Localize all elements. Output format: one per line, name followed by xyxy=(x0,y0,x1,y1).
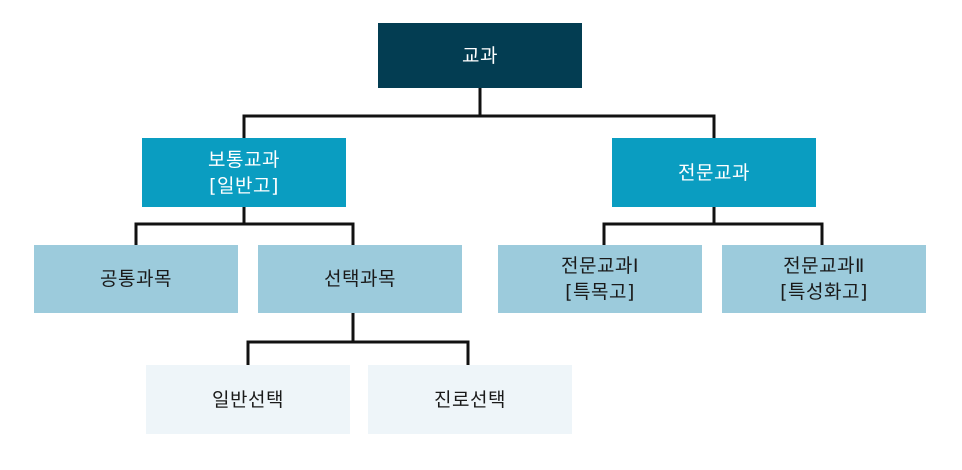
node-general-line2: [일반고] xyxy=(209,174,279,197)
node-specialized-label: 전문교과 xyxy=(678,161,750,184)
node-specialized-subject: 전문교과 xyxy=(612,138,816,207)
connector-specialized xyxy=(602,205,824,247)
node-elective-courses: 선택과목 xyxy=(258,245,462,313)
node-general-elective: 일반선택 xyxy=(146,365,350,434)
node-specialized-1: 전문교과Ⅰ [특목고] xyxy=(498,245,702,313)
node-spec1-line1: 전문교과Ⅰ xyxy=(560,255,640,277)
node-spec1-line2: [특목고] xyxy=(565,281,635,303)
node-general-line1: 보통교과 xyxy=(208,148,280,171)
connector-root xyxy=(242,86,716,140)
node-spec2-line1: 전문교과Ⅱ xyxy=(783,255,865,277)
node-common-courses: 공통과목 xyxy=(34,245,238,313)
node-spec2-line2: [특성화고] xyxy=(780,281,868,303)
node-elective-label: 선택과목 xyxy=(324,268,396,290)
connector-general xyxy=(134,205,355,247)
connector-elective xyxy=(246,311,470,367)
root-node-label: 교과 xyxy=(462,44,498,67)
node-career-elective-label: 진로선택 xyxy=(434,388,506,411)
node-common-label: 공통과목 xyxy=(100,268,172,290)
node-specialized-2: 전문교과Ⅱ [특성화고] xyxy=(722,245,926,313)
root-node-subject: 교과 xyxy=(378,23,582,88)
node-career-elective: 진로선택 xyxy=(368,365,572,434)
node-general-elective-label: 일반선택 xyxy=(212,388,284,411)
node-general-subject: 보통교과 [일반고] xyxy=(142,138,346,207)
